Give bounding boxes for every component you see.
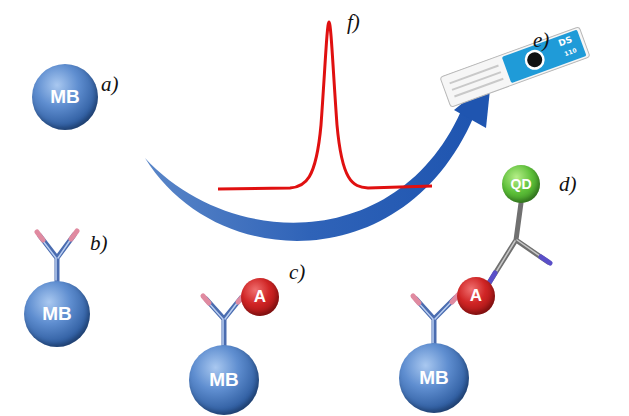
panel-letter: e)	[533, 30, 549, 51]
node-text: MB	[42, 303, 72, 325]
capture-antibody	[203, 295, 244, 346]
capture-antibody	[413, 295, 458, 344]
magnetic-bead: MB	[32, 64, 98, 130]
panel-letter: d)	[559, 174, 577, 195]
quantum-dot: QD	[502, 165, 540, 203]
panel-letter: c)	[289, 262, 305, 283]
magnetic-bead: MB	[24, 281, 90, 347]
detection-antibody	[489, 203, 550, 283]
magnetic-bead: MB	[399, 343, 469, 413]
node-text: MB	[419, 367, 449, 389]
node-text: MB	[50, 86, 80, 108]
node-text: QD	[511, 176, 532, 192]
panel-letter: a)	[101, 74, 119, 95]
panel-letter: f)	[347, 12, 360, 33]
screen-printed-electrode: DS110	[439, 25, 592, 108]
panel-letter: b)	[90, 233, 108, 254]
signal-peak	[218, 22, 432, 189]
capture-antibody	[37, 231, 77, 281]
node-text: A	[470, 286, 482, 306]
node-text: MB	[209, 369, 239, 391]
antigen-circle: A	[457, 277, 495, 315]
antigen-circle: A	[241, 278, 279, 316]
node-text: A	[254, 287, 266, 307]
magnetic-bead: MB	[189, 345, 259, 415]
